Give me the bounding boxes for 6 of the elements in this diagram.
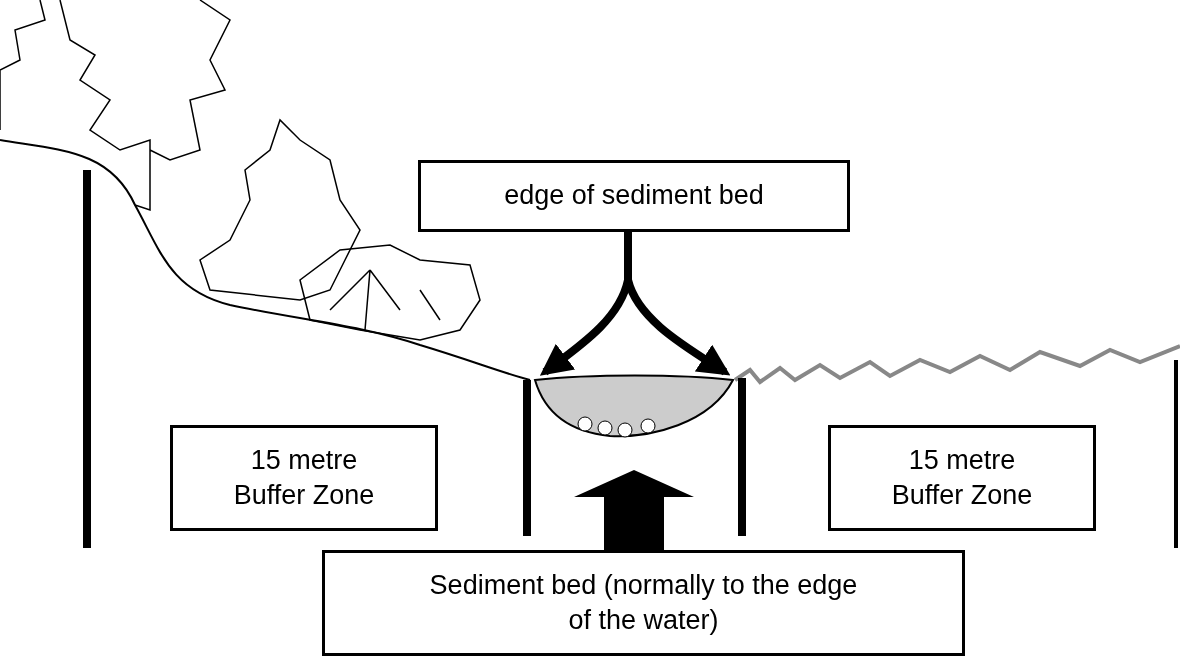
label-box: Sediment bed (normally to the edge of the water) (322, 550, 965, 656)
arrow (624, 232, 731, 376)
label-box: edge of sediment bed (418, 160, 850, 232)
block-arrow (574, 470, 694, 550)
label-box: 15 metre Buffer Zone (170, 425, 438, 531)
label-box: 15 metre Buffer Zone (828, 425, 1096, 531)
